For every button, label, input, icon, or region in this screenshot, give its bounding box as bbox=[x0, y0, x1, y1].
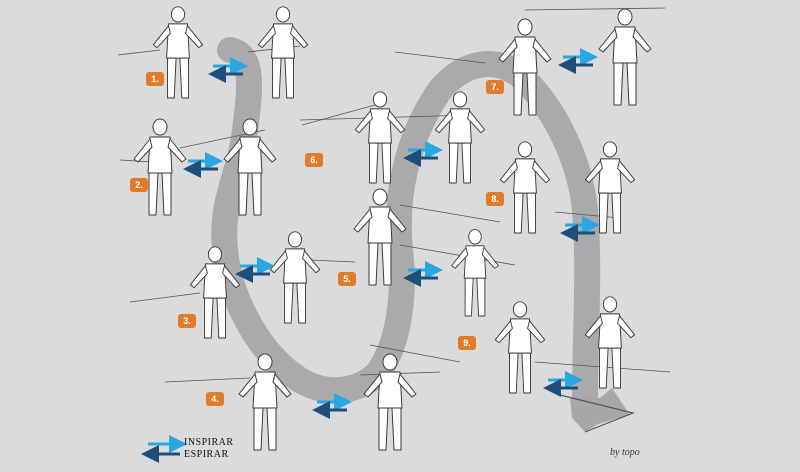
step-badge-8: 8. bbox=[486, 192, 504, 206]
exercise-figure-15 bbox=[499, 141, 551, 234]
exercise-figure-13 bbox=[498, 18, 552, 116]
exercise-figure-12 bbox=[451, 229, 499, 317]
exercise-figure-3 bbox=[133, 118, 187, 216]
exercise-figure-1 bbox=[152, 6, 204, 99]
artist-signature: by topo bbox=[610, 447, 640, 458]
step-badge-1: 1. bbox=[146, 72, 164, 86]
step-badge-3: 3. bbox=[178, 314, 196, 328]
exercise-figure-4 bbox=[223, 118, 277, 216]
exercise-figure-2 bbox=[257, 6, 309, 99]
exercise-figure-16 bbox=[584, 141, 636, 234]
breathing-arrow-pair-1 bbox=[208, 57, 248, 83]
exercise-figures bbox=[133, 6, 652, 451]
step-badge-7: 7. bbox=[486, 80, 504, 94]
breathing-arrow-pair-7 bbox=[558, 48, 598, 74]
exercise-figure-7 bbox=[238, 353, 292, 451]
exercise-figure-6 bbox=[189, 246, 241, 339]
legend-exhale-label: ESPIRAR bbox=[184, 449, 229, 460]
step-badge-9: 9. bbox=[458, 336, 476, 350]
breathing-arrow-pair-5 bbox=[403, 141, 443, 167]
breathing-arrow-pair-6 bbox=[403, 261, 443, 287]
exercise-figure-18 bbox=[584, 296, 636, 389]
breathing-arrow-pair-9 bbox=[543, 371, 583, 397]
step-badge-4: 4. bbox=[206, 392, 224, 406]
breathing-arrow-pair-4 bbox=[312, 393, 352, 419]
breathing-arrows bbox=[183, 48, 600, 419]
breathing-arrow-pair-3 bbox=[235, 257, 275, 283]
step-badge-5: 5. bbox=[338, 272, 356, 286]
exercise-figure-10 bbox=[353, 188, 407, 286]
serpentine-path bbox=[211, 37, 635, 433]
exercise-figure-11 bbox=[434, 91, 486, 184]
breathing-arrow-pair-2 bbox=[183, 152, 223, 178]
exercise-figure-9 bbox=[354, 91, 406, 184]
breathing-arrow-pair-8 bbox=[560, 216, 600, 242]
legend-arrows bbox=[141, 435, 187, 463]
exercise-figure-5 bbox=[269, 231, 321, 324]
step-badge-6: 6. bbox=[305, 153, 323, 167]
exercise-figure-8 bbox=[363, 353, 417, 451]
step-badge-2: 2. bbox=[130, 178, 148, 192]
exercise-figure-17 bbox=[494, 301, 546, 394]
exercise-figure-14 bbox=[598, 8, 652, 106]
legend-inhale-label: INSPIRAR bbox=[184, 437, 234, 448]
